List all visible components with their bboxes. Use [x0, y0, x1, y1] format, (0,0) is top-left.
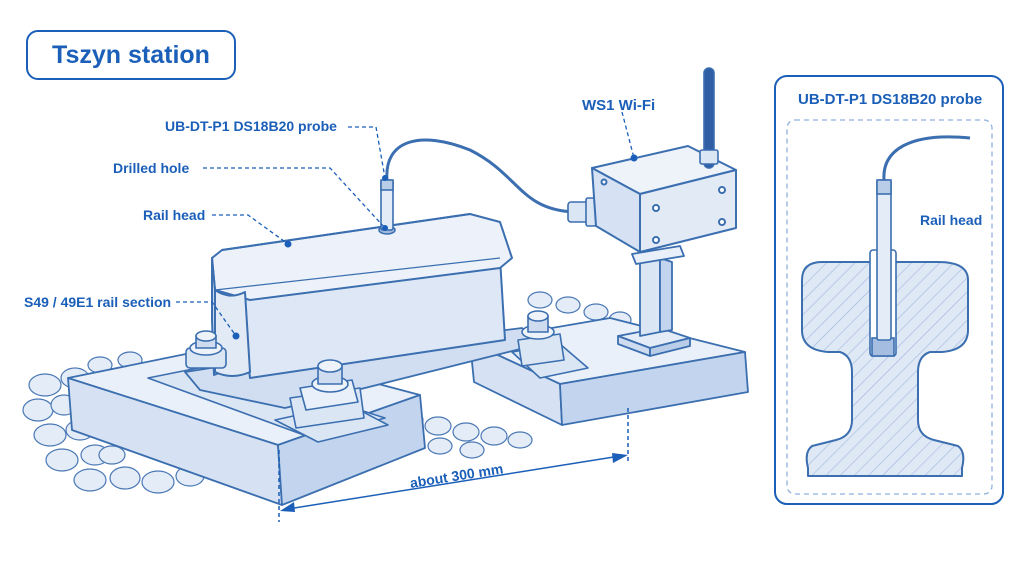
label-rail-section: S49 / 49E1 rail section [24, 294, 172, 310]
cable-gland [567, 197, 597, 227]
label-wifi: WS1 Wi-Fi [582, 97, 656, 114]
station-title: Tszyn station [26, 30, 236, 80]
wifi-enclosure [591, 145, 737, 253]
inset-dashed-frame [786, 119, 993, 495]
ballast-stones [22, 291, 632, 494]
inset-probe [869, 179, 897, 357]
inset-label-rail-head: Rail head [920, 212, 983, 228]
rail-clamp-front [289, 359, 365, 429]
rail-clamp-left [185, 330, 227, 369]
rail-clamp-right [517, 310, 565, 367]
wifi-post [617, 245, 691, 357]
label-rail-head: Rail head [143, 207, 206, 223]
label-probe: UB-DT-P1 DS18B20 probe [165, 118, 337, 134]
wifi-antenna [699, 67, 719, 169]
inset-label-probe: UB-DT-P1 DS18B20 probe [798, 91, 983, 108]
inset-probe-cable [882, 135, 971, 181]
dimension-line [278, 408, 629, 522]
label-drilled-hole: Drilled hole [113, 160, 190, 176]
probe-cable [385, 138, 576, 214]
inset-rail-section [801, 261, 969, 477]
